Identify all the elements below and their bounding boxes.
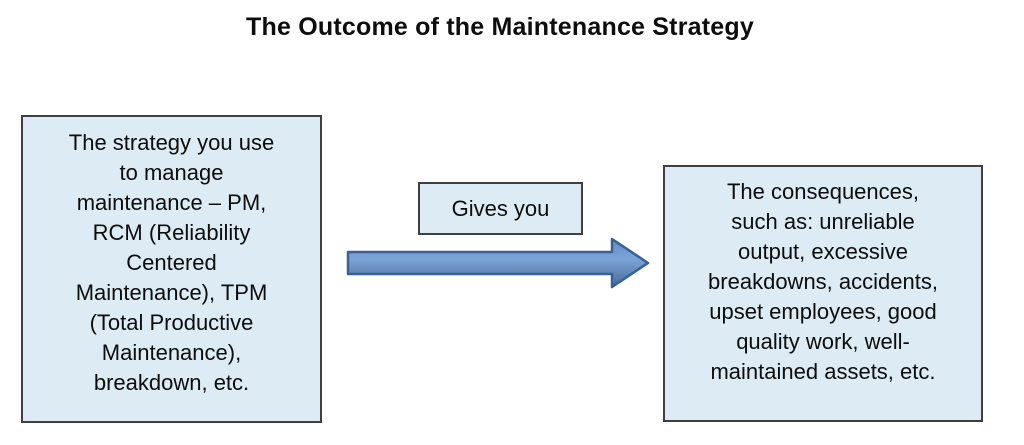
gives-you-label-box: Gives you [418, 182, 583, 235]
page-title: The Outcome of the Maintenance Strategy [246, 13, 754, 41]
strategy-box: The strategy you use to manage maintenan… [21, 115, 322, 423]
right-arrow-icon [346, 237, 650, 289]
consequences-box: The consequences, such as: unreliable ou… [663, 165, 983, 422]
right-arrow-shape [346, 237, 650, 289]
